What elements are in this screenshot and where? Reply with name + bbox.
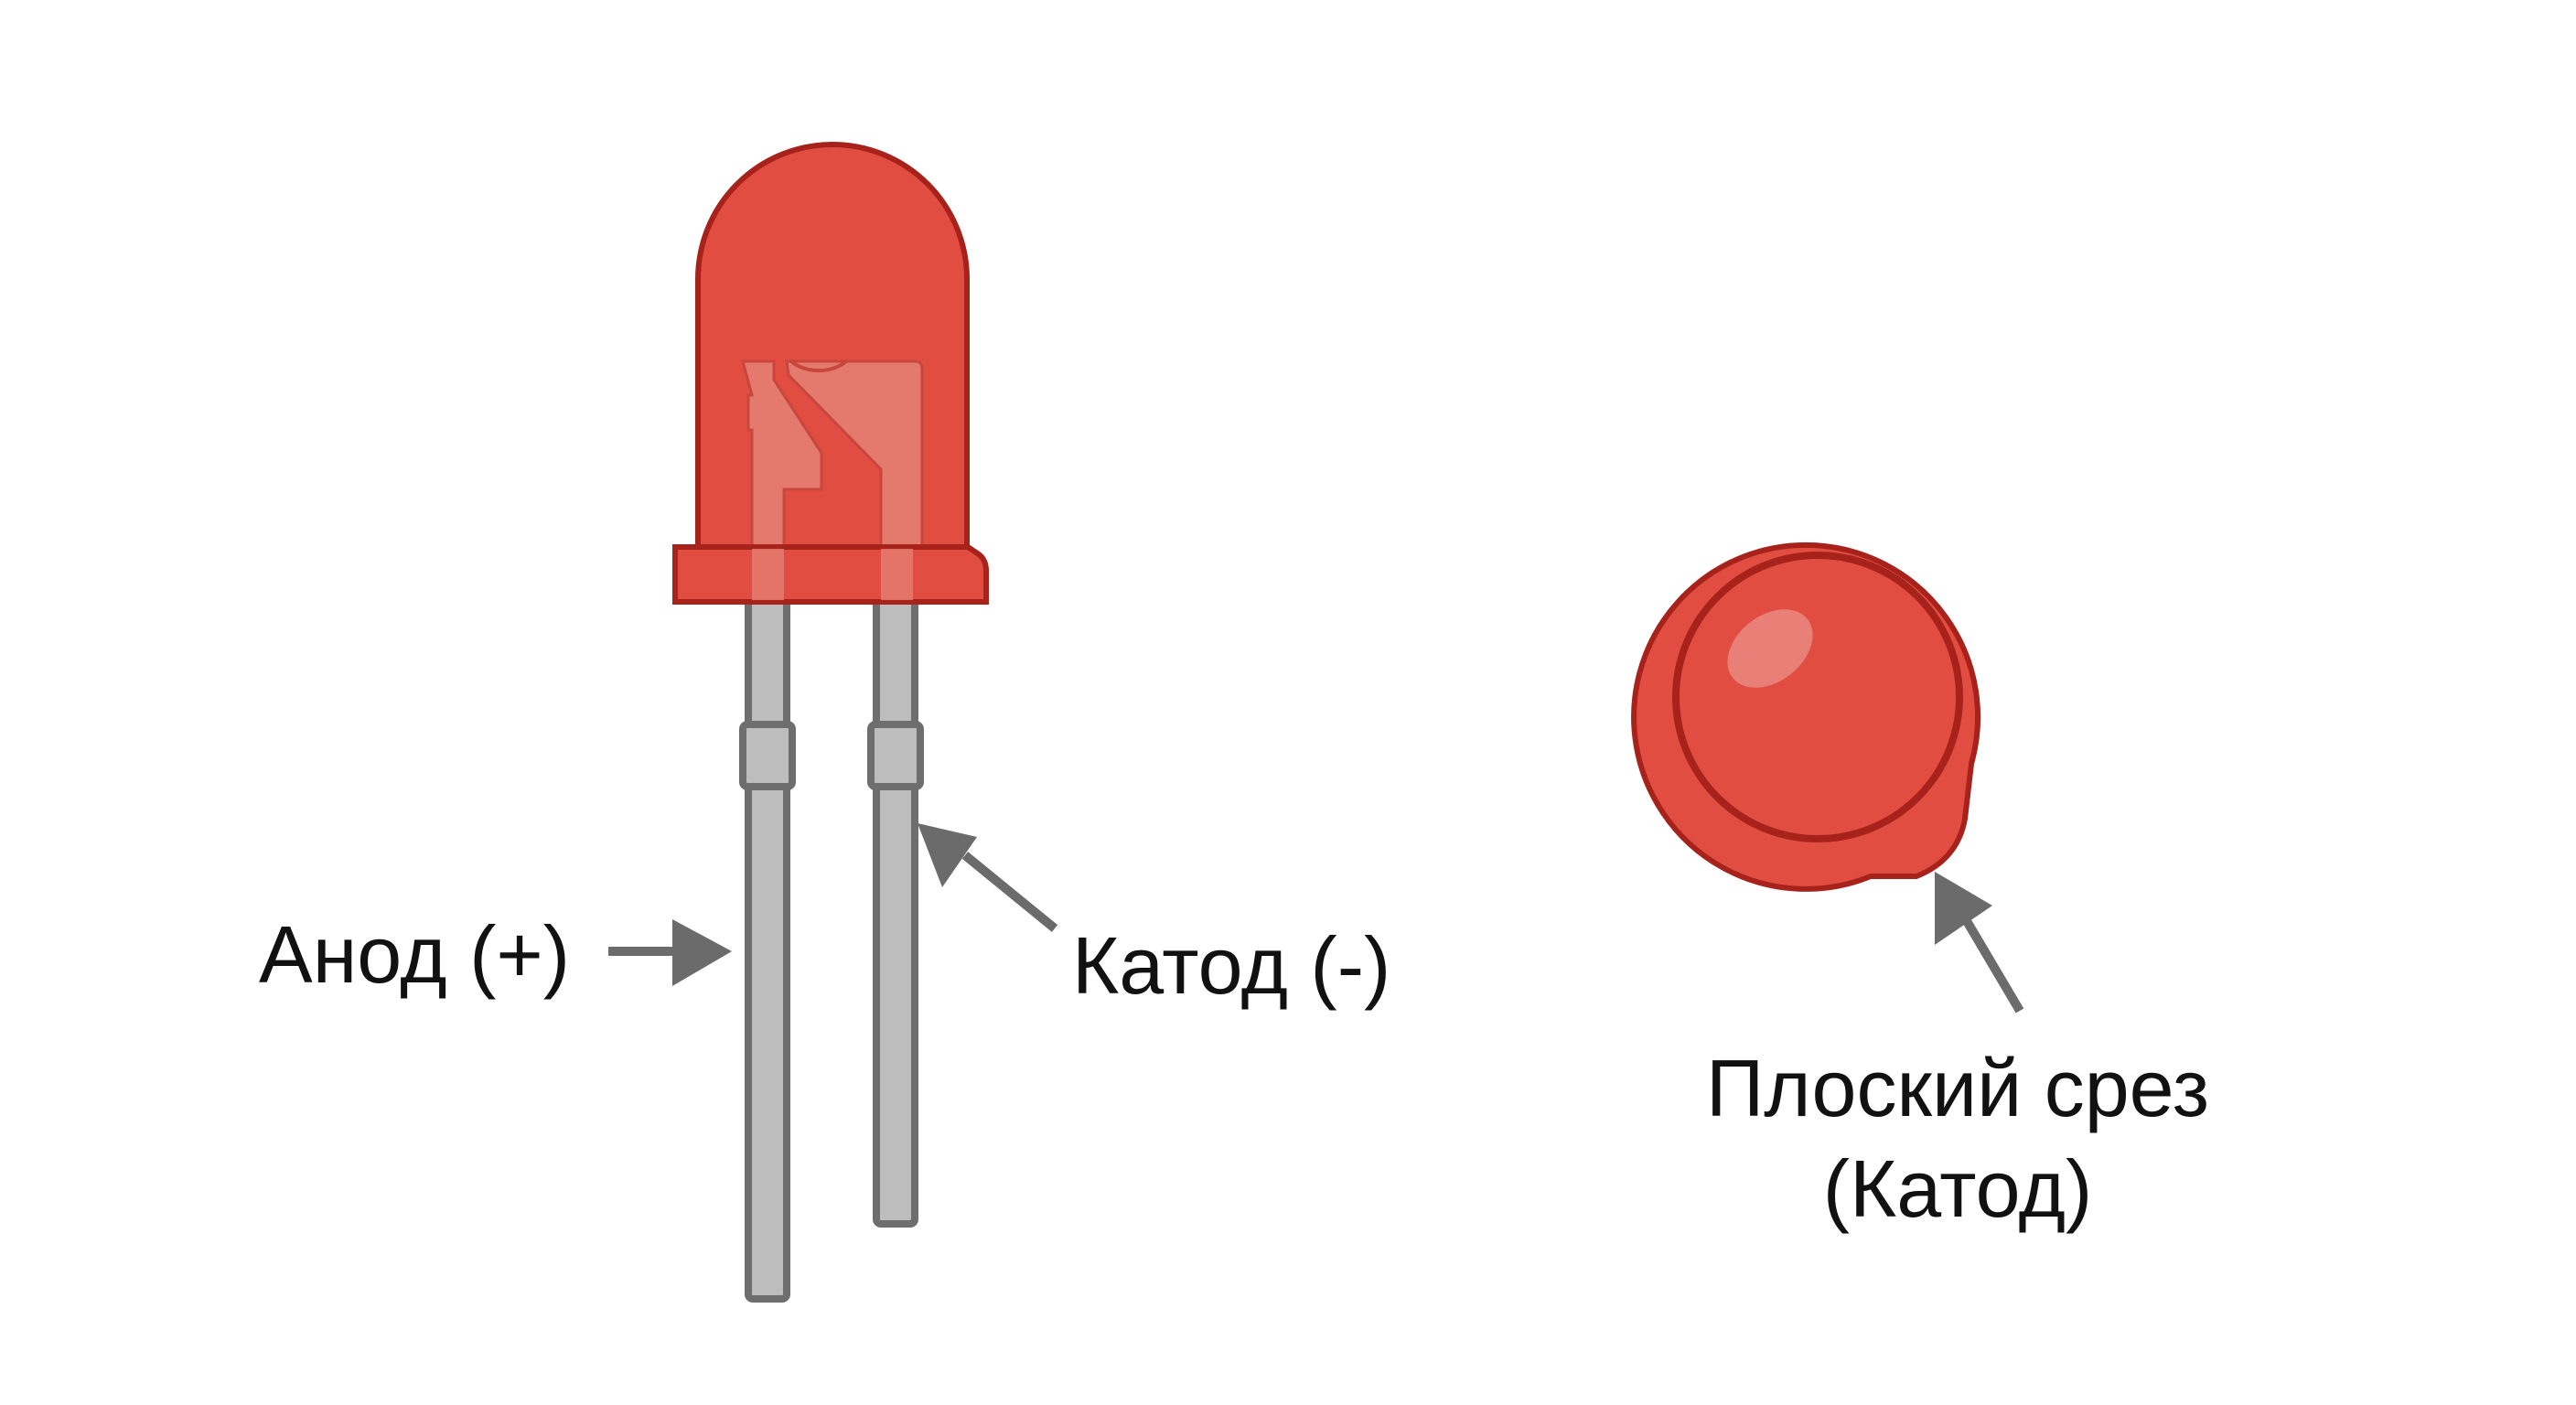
anode-leg: [739, 595, 796, 1303]
cathode-arrow-icon: [918, 823, 1058, 932]
led-highlight: [1727, 609, 1813, 688]
cathode-label: Катод (-): [1072, 920, 1391, 1011]
led-top-view: [1631, 542, 1981, 892]
led-top-lens: [1672, 552, 1963, 842]
flat-cut-label-line2: (Катод): [1822, 1143, 2093, 1234]
flat-cut-arrow-icon: [1935, 872, 2024, 1014]
flat-cut-label: Плоский срез (Катод): [1665, 1038, 2250, 1239]
cathode-leg: [867, 595, 924, 1228]
led-flange: [672, 544, 989, 605]
anode-label: Анод (+): [259, 909, 571, 1000]
anode-arrow-icon: [608, 919, 732, 986]
flat-cut-label-line1: Плоский срез: [1705, 1043, 2210, 1133]
led-dome: [695, 142, 970, 552]
led-side-view: [672, 142, 989, 1303]
